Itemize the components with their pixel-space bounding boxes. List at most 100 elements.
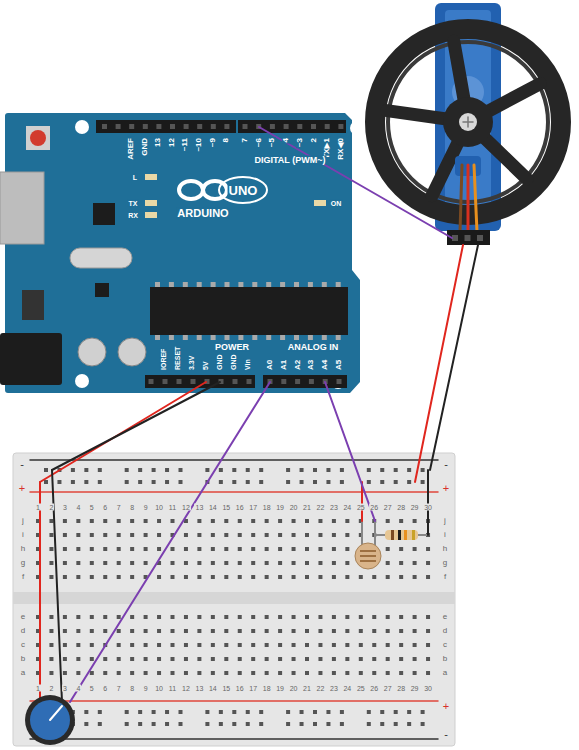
rail-hole bbox=[219, 722, 223, 726]
column-number: 21 bbox=[302, 504, 312, 511]
hole bbox=[413, 671, 417, 675]
hole bbox=[90, 575, 94, 579]
hole bbox=[292, 671, 296, 675]
hole bbox=[171, 561, 175, 565]
hole bbox=[197, 533, 201, 537]
rail-hole bbox=[84, 480, 88, 484]
led bbox=[145, 174, 157, 180]
hole bbox=[413, 561, 417, 565]
hole bbox=[144, 643, 148, 647]
pin-label: 12 bbox=[168, 137, 176, 148]
hole bbox=[386, 519, 390, 523]
rail-hole bbox=[205, 710, 209, 714]
hole bbox=[171, 657, 175, 661]
hole bbox=[63, 561, 67, 565]
hole bbox=[197, 657, 201, 661]
hole bbox=[157, 657, 161, 661]
hole bbox=[211, 533, 215, 537]
column-number: 28 bbox=[396, 504, 406, 511]
hole bbox=[117, 629, 121, 633]
rail-hole bbox=[152, 480, 156, 484]
power-jack bbox=[0, 333, 62, 385]
hole bbox=[103, 533, 107, 537]
rail-hole bbox=[367, 468, 371, 472]
column-number: 8 bbox=[129, 504, 135, 511]
header-pin bbox=[197, 124, 202, 129]
rail-hole bbox=[219, 480, 223, 484]
hole bbox=[130, 533, 134, 537]
hole bbox=[130, 561, 134, 565]
row-letter: e bbox=[20, 613, 26, 621]
rail-hole bbox=[84, 710, 88, 714]
header-pin bbox=[102, 124, 107, 129]
usb-jack bbox=[0, 172, 44, 244]
hole bbox=[90, 671, 94, 675]
hole bbox=[157, 615, 161, 619]
hole bbox=[278, 519, 282, 523]
rail-hole bbox=[421, 480, 425, 484]
header-pin bbox=[247, 379, 252, 384]
hole bbox=[305, 643, 309, 647]
rail-sign: - bbox=[19, 459, 25, 470]
hole bbox=[76, 519, 80, 523]
wire-signal bbox=[259, 127, 452, 238]
pin-label: 7 bbox=[241, 137, 249, 143]
hole bbox=[184, 547, 188, 551]
column-number: 17 bbox=[248, 685, 258, 692]
hole bbox=[224, 671, 228, 675]
rail-hole bbox=[394, 710, 398, 714]
header-pin bbox=[191, 379, 196, 384]
header-pin bbox=[311, 124, 316, 129]
hole bbox=[238, 533, 242, 537]
hole bbox=[171, 643, 175, 647]
chip-pin bbox=[169, 282, 174, 287]
hole bbox=[224, 561, 228, 565]
hole bbox=[238, 561, 242, 565]
rail-hole bbox=[179, 480, 183, 484]
row-letter: h bbox=[20, 545, 26, 553]
rail-hole bbox=[232, 480, 236, 484]
resistor-band bbox=[404, 530, 407, 540]
column-number: 17 bbox=[248, 504, 258, 511]
hole bbox=[157, 533, 161, 537]
hole bbox=[184, 561, 188, 565]
hole bbox=[238, 643, 242, 647]
column-number: 25 bbox=[356, 685, 366, 692]
hole bbox=[117, 561, 121, 565]
hole bbox=[292, 643, 296, 647]
rail-line-positive bbox=[30, 700, 438, 702]
hole bbox=[197, 575, 201, 579]
chip-pin bbox=[266, 282, 271, 287]
rail-hole bbox=[165, 710, 169, 714]
pin-label: GND bbox=[215, 353, 222, 371]
hole bbox=[224, 547, 228, 551]
rail-hole bbox=[138, 710, 142, 714]
rail-hole bbox=[300, 468, 304, 472]
hole bbox=[144, 657, 148, 661]
resistor-band bbox=[391, 530, 394, 540]
header-pin bbox=[284, 124, 289, 129]
hole bbox=[399, 671, 403, 675]
hole bbox=[197, 671, 201, 675]
column-number: 16 bbox=[235, 504, 245, 511]
hole bbox=[117, 533, 121, 537]
hole bbox=[184, 615, 188, 619]
hole bbox=[399, 629, 403, 633]
breadboard-holes bbox=[36, 468, 430, 726]
hole bbox=[144, 671, 148, 675]
hole bbox=[292, 547, 296, 551]
hole bbox=[224, 657, 228, 661]
rail-hole bbox=[84, 722, 88, 726]
rail-hole bbox=[165, 480, 169, 484]
hole bbox=[332, 519, 336, 523]
hole bbox=[90, 547, 94, 551]
chip-pin bbox=[155, 335, 160, 340]
header-pin bbox=[163, 379, 168, 384]
hole bbox=[251, 629, 255, 633]
pin-label: GND bbox=[229, 353, 236, 371]
rail-hole bbox=[165, 468, 169, 472]
pin-label: 4 bbox=[282, 137, 290, 143]
pin-label: A3 bbox=[307, 359, 315, 371]
mounting-hole bbox=[350, 121, 364, 135]
hole bbox=[197, 643, 201, 647]
